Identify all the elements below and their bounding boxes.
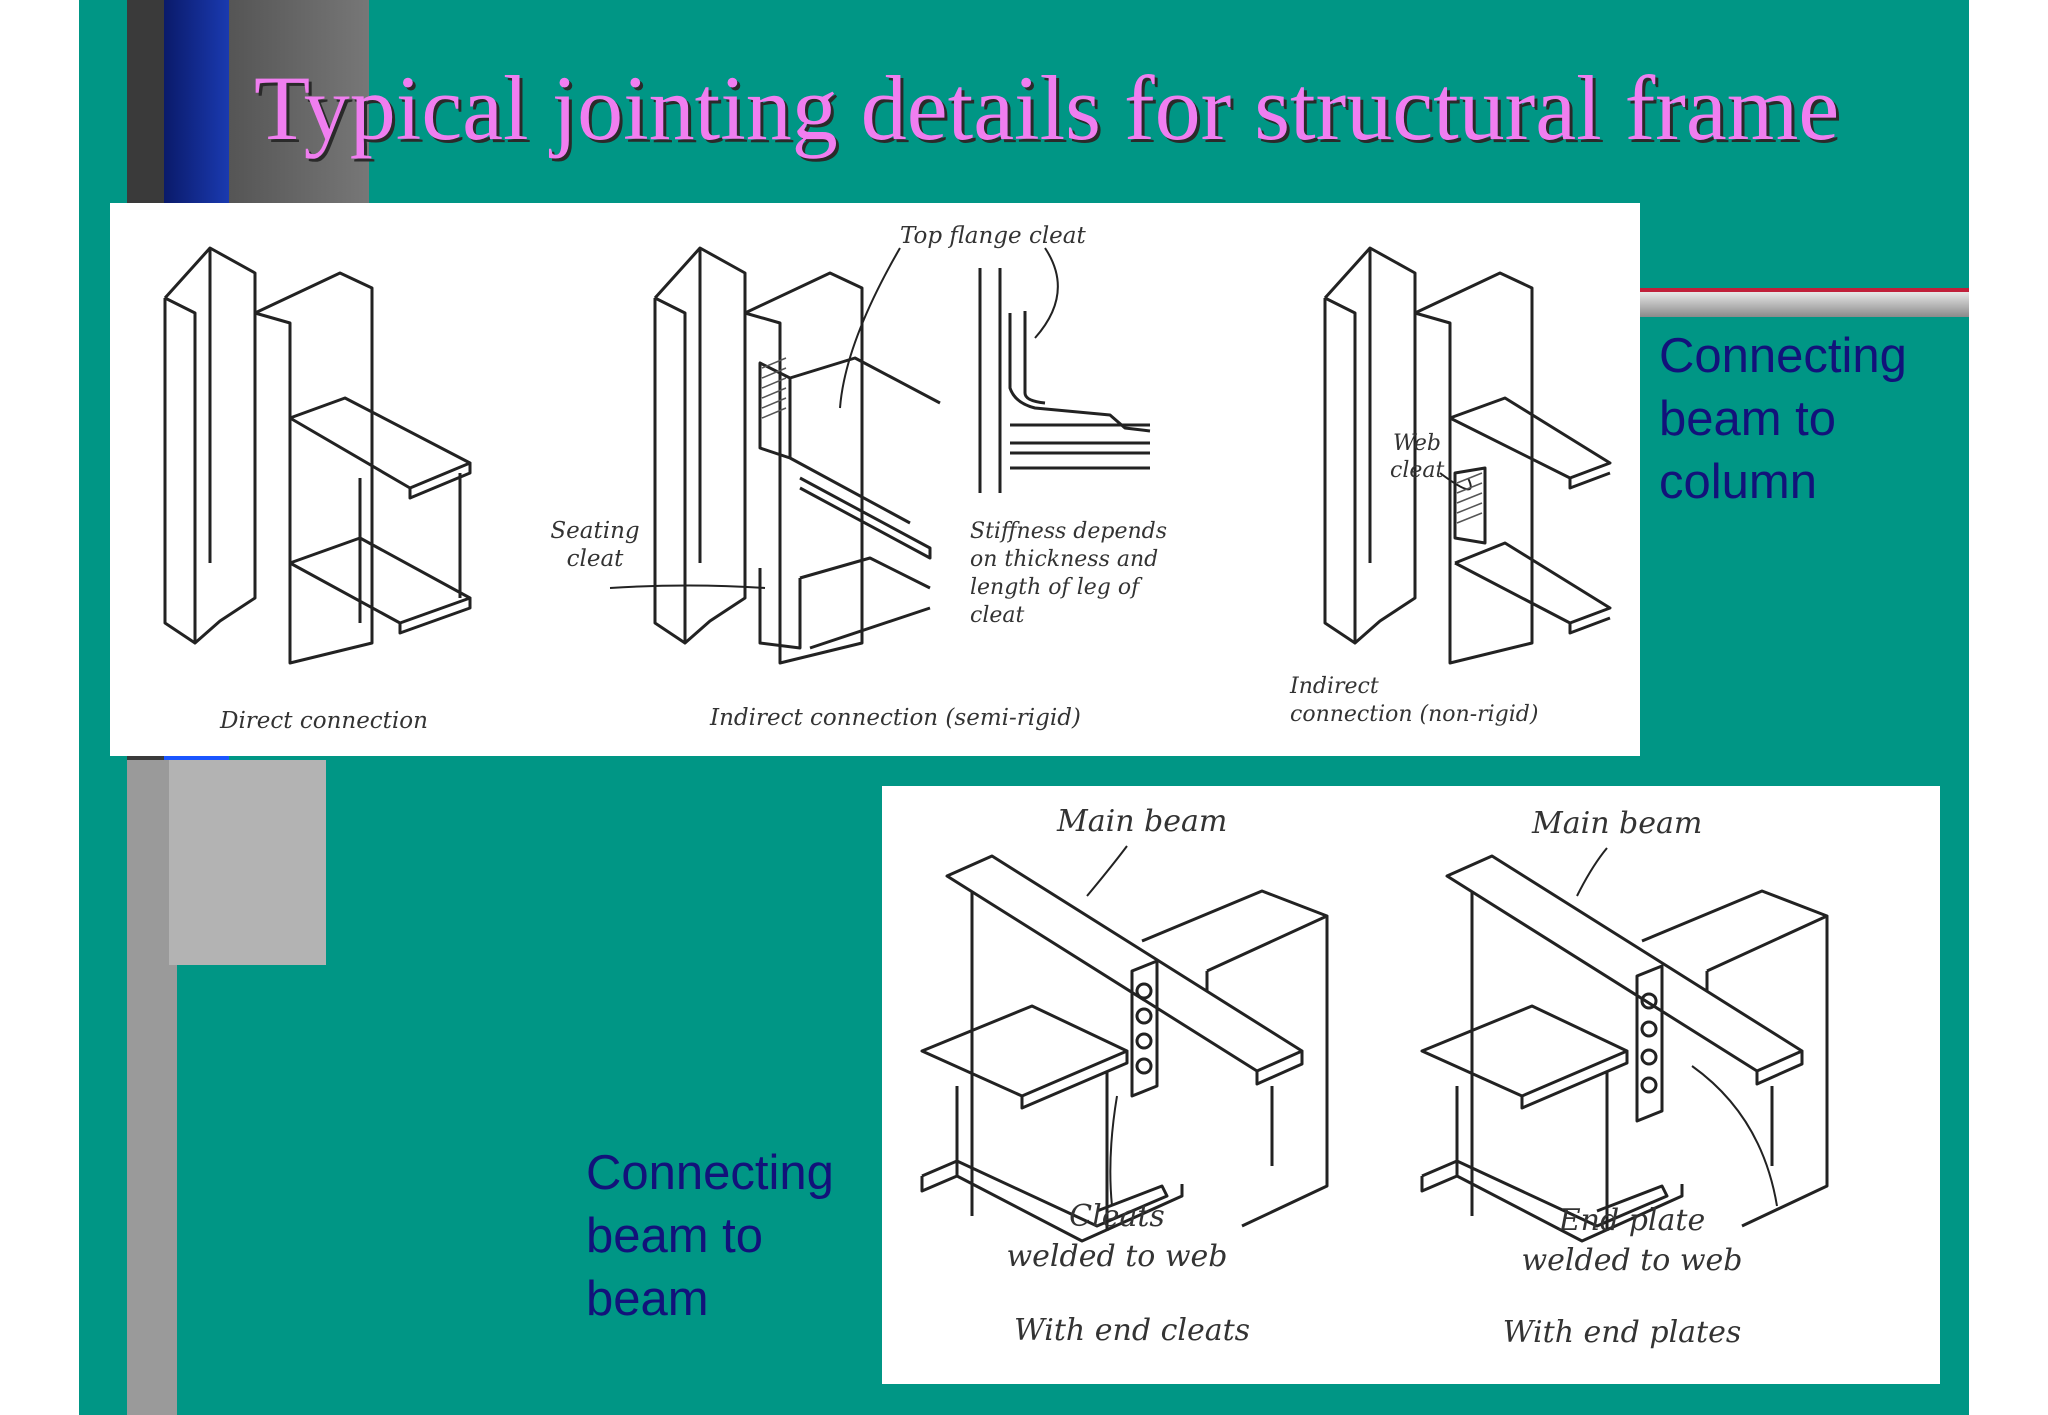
label-with-end-plates: With end plates [1503,1315,1742,1350]
caption-beam-to-column-line3: column [1659,455,1817,509]
label-top-flange-cleat: Top flange cleat [900,223,1087,249]
slide-title: Typical jointing details for structural … [254,57,1840,159]
label-stiffness-2: on thickness and [970,547,1158,572]
label-end-plate-1: End plate [1558,1203,1705,1238]
label-direct-connection: Direct connection [219,708,428,734]
label-cleats-2: welded to web [1006,1239,1227,1274]
label-with-end-cleats: With end cleats [1014,1313,1250,1348]
label-indirect-non-rigid-1: Indirect [1289,674,1379,699]
label-cleats-1: Cleats [1069,1199,1165,1234]
label-main-beam-right: Main beam [1531,806,1702,841]
label-indirect-non-rigid-2: connection (non-rigid) [1290,702,1538,727]
caption-beam-to-column-line2: beam to [1659,392,1837,446]
caption-beam-to-beam-line2: beam to [586,1209,764,1263]
decor-bar-gray [127,760,177,1415]
figure-beam-to-column: Top flange cleat Web cleat Seating cleat… [110,203,1640,756]
decor-bar-gray-top [229,0,369,205]
label-main-beam-left: Main beam [1056,804,1227,839]
decor-bar-navy [164,0,229,205]
decor-bar-silver [1639,292,1969,317]
label-indirect-semi-rigid: Indirect connection (semi-rigid) [709,705,1081,731]
caption-beam-to-column-line1: Connecting [1659,329,1907,383]
label-web-cleat-1: Web [1393,431,1441,456]
label-web-cleat-2: cleat [1390,458,1444,483]
caption-beam-to-beam-line1: Connecting [586,1146,834,1200]
label-end-plate-2: welded to web [1521,1243,1742,1278]
decor-bar-red [1639,288,1969,292]
beam-to-beam-drawing: Main beam Main beam Cleats welded to web… [920,804,1829,1350]
decor-bar-lightgray [169,760,326,965]
caption-beam-to-beam: Connecting beam to beam [586,1142,886,1331]
figure-beam-to-beam: Main beam Main beam Cleats welded to web… [882,786,1940,1384]
label-stiffness-1: Stiffness depends [970,519,1167,544]
caption-beam-to-column: Connecting beam to column [1659,325,1959,514]
label-seating-cleat-1: Seating [550,518,639,544]
label-stiffness-3: length of leg of [970,575,1143,600]
label-seating-cleat-2: cleat [567,546,625,572]
caption-beam-to-beam-line3: beam [586,1272,709,1326]
label-stiffness-4: cleat [970,603,1024,628]
slide: Typical jointing details for structural … [79,0,1969,1415]
beam-to-column-drawing: Top flange cleat Web cleat Seating cleat… [163,223,1612,734]
